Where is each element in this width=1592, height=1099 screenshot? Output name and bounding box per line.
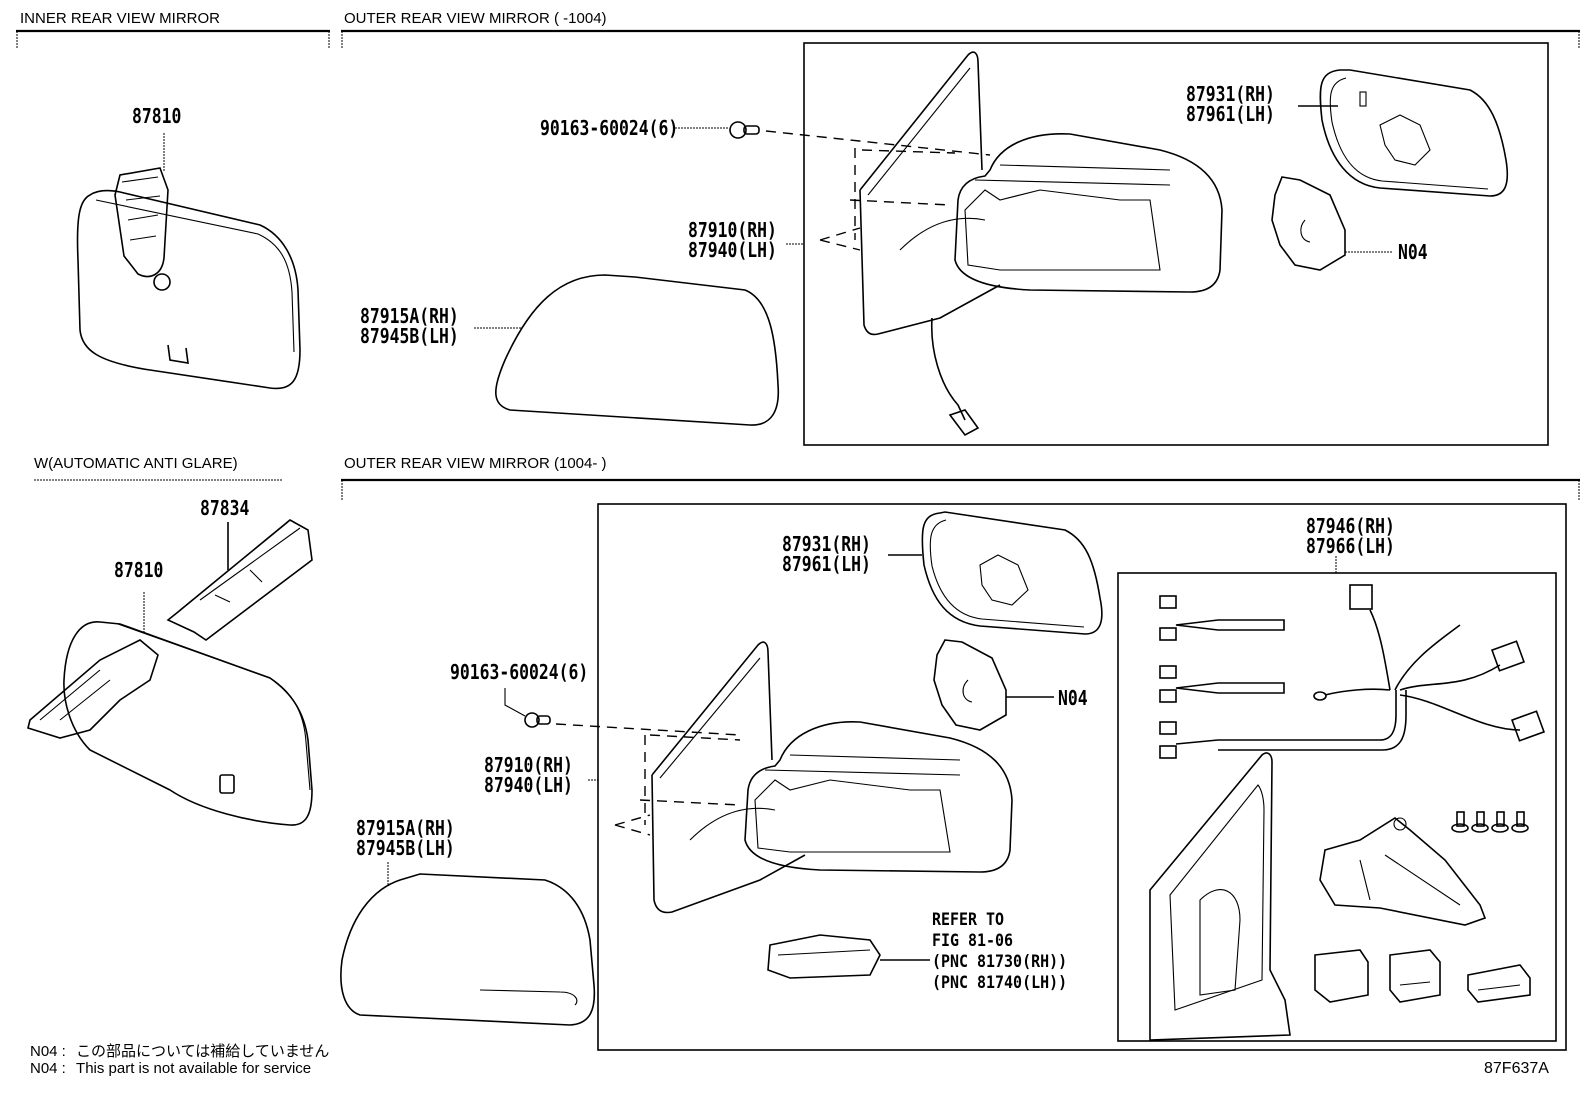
callout-late-harness[interactable]: 87946(RH) 87966(LH) (1306, 516, 1414, 556)
early-mirror-assy-drawing (786, 51, 1223, 437)
ref-line: (PNC 81730(RH)) (932, 952, 1068, 972)
ref-line: (PNC 81740(LH)) (932, 973, 1068, 993)
late-screw-drawing (504, 688, 741, 736)
harness-kit-box (1117, 572, 1557, 1042)
turn-signal-drawing (767, 934, 930, 979)
callout-aag-mirror[interactable]: 87810 (114, 558, 164, 582)
section-title-outer-mirror-early: OUTER REAR VIEW MIRROR ( -1004) (344, 10, 607, 27)
section-title-auto-anti-glare: W(AUTOMATIC ANTI GLARE) (34, 455, 238, 472)
mirror-base-drawing (1149, 752, 1291, 1041)
footnote-text: この部品については補給していません (76, 1043, 330, 1060)
footnote-code: N04 : (30, 1060, 66, 1077)
ref-line: REFER TO (932, 910, 1005, 930)
callout-inner-mirror[interactable]: 87810 (132, 104, 182, 128)
callout-line-rh: 87910(RH) (484, 753, 573, 777)
callout-line-rh: 87931(RH) (1186, 82, 1275, 106)
callout-early-screw[interactable]: 90163-60024(6) (540, 116, 679, 140)
early-assy-box (803, 42, 1549, 446)
actuator-drawing (1319, 817, 1487, 926)
late-cover-drawing (340, 862, 596, 1026)
callout-line-lh: 87940(LH) (484, 773, 573, 797)
callout-late-n04[interactable]: N04 (1058, 686, 1088, 710)
section-bracket-inner (16, 29, 330, 48)
callout-early-mirror-assy[interactable]: 87910(RH) 87940(LH) (688, 220, 796, 260)
footnote-text: This part is not available for service (76, 1060, 312, 1077)
late-mirror-sub-drawing (888, 511, 1103, 635)
callout-line-rh: 87915A(RH) (360, 304, 459, 328)
connectors-drawing (1314, 949, 1531, 1003)
section-title-inner-mirror: INNER REAR VIEW MIRROR (20, 10, 221, 27)
inner-mirror-drawing (76, 133, 301, 390)
callout-late-screw[interactable]: 90163-60024(6) (450, 660, 589, 684)
callout-line-lh: 87961(LH) (1186, 102, 1275, 126)
harness-drawing (1159, 556, 1546, 759)
section-bracket-outer-late (341, 478, 1580, 500)
ref-line: FIG 81-06 (932, 931, 1014, 951)
callout-early-mirror-sub[interactable]: 87931(RH) 87961(LH) (1186, 84, 1294, 124)
late-mirror-assy-drawing (588, 641, 1013, 914)
section-bracket-outer-early (341, 29, 1580, 48)
callout-aag-cover[interactable]: 87834 (200, 496, 250, 520)
callout-early-n04[interactable]: N04 (1398, 240, 1428, 264)
callout-line-rh: 87946(RH) (1306, 514, 1395, 538)
callout-late-mirror-assy[interactable]: 87910(RH) 87940(LH) (484, 755, 592, 795)
early-mirror-sub-drawing (1298, 69, 1509, 197)
callout-late-cover[interactable]: 87915A(RH) 87945B(LH) (356, 818, 476, 858)
late-assy-box (597, 503, 1567, 1051)
footnote-jp: N04 : この部品については補給していません (30, 1040, 329, 1061)
figure-id: 87F637A (1484, 1060, 1549, 1077)
callout-late-mirror-sub[interactable]: 87931(RH) 87961(LH) (782, 534, 890, 574)
small-screws-drawing (1451, 811, 1529, 833)
callout-line-lh: 87945B(LH) (360, 324, 459, 348)
callout-line-rh: 87931(RH) (782, 532, 871, 556)
aag-cover-drawing (166, 519, 313, 641)
callout-line-lh: 87961(LH) (782, 552, 871, 576)
section-title-outer-mirror-late: OUTER REAR VIEW MIRROR (1004- ) (344, 455, 607, 472)
footnote-en: N04 : This part is not available for ser… (30, 1060, 311, 1077)
early-n04-drawing (1271, 176, 1392, 271)
late-n04-drawing (933, 639, 1054, 731)
early-screw-drawing (675, 121, 991, 156)
early-mirror-glass-drawing (474, 274, 780, 426)
footnote-code: N04 : (30, 1043, 66, 1060)
callout-early-mirror-glass[interactable]: 87915A(RH) 87945B(LH) (360, 306, 480, 346)
turn-signal-reference[interactable]: REFER TO FIG 81-06 (PNC 81730(RH)) (PNC … (932, 910, 1086, 994)
aag-mirror-drawing (27, 592, 313, 826)
callout-line-lh: 87945B(LH) (356, 836, 455, 860)
callout-line-lh: 87966(LH) (1306, 534, 1395, 558)
callout-line-lh: 87940(LH) (688, 238, 777, 262)
callout-line-rh: 87915A(RH) (356, 816, 455, 840)
callout-line-rh: 87910(RH) (688, 218, 777, 242)
